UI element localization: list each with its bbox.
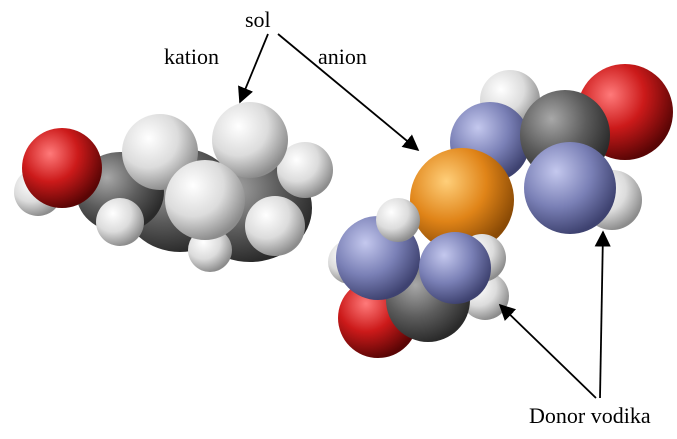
anion-nitrogen-atom bbox=[524, 142, 616, 234]
arrow-donor-to-upper-hydrogen bbox=[594, 230, 611, 399]
arrow-salt-to-anion bbox=[277, 33, 420, 152]
cation-molecule bbox=[14, 102, 333, 272]
label-hydrogen-donor: Donor vodika bbox=[529, 403, 651, 428]
arrows bbox=[238, 33, 611, 399]
cation-hydrogen-atom bbox=[96, 198, 144, 246]
label-anion: anion bbox=[318, 44, 367, 69]
anion-phosphorus-atom bbox=[410, 148, 514, 252]
cation-hydrogen-atom bbox=[165, 160, 245, 240]
cation-hydrogen-atom bbox=[277, 142, 333, 198]
arrow-donor-to-lower-hydrogen bbox=[498, 303, 597, 399]
arrow-salt-to-cation bbox=[238, 33, 269, 104]
anion-nitrogen-atom bbox=[419, 232, 491, 304]
label-salt: sol bbox=[245, 7, 271, 32]
cation-hydrogen-atom bbox=[245, 196, 305, 256]
anion-molecule bbox=[328, 64, 673, 358]
anion-hydrogen-atom bbox=[376, 198, 420, 242]
label-cation: kation bbox=[164, 44, 219, 69]
cation-oxygen-atom bbox=[22, 128, 102, 208]
cation-hydrogen-atom bbox=[212, 102, 288, 178]
